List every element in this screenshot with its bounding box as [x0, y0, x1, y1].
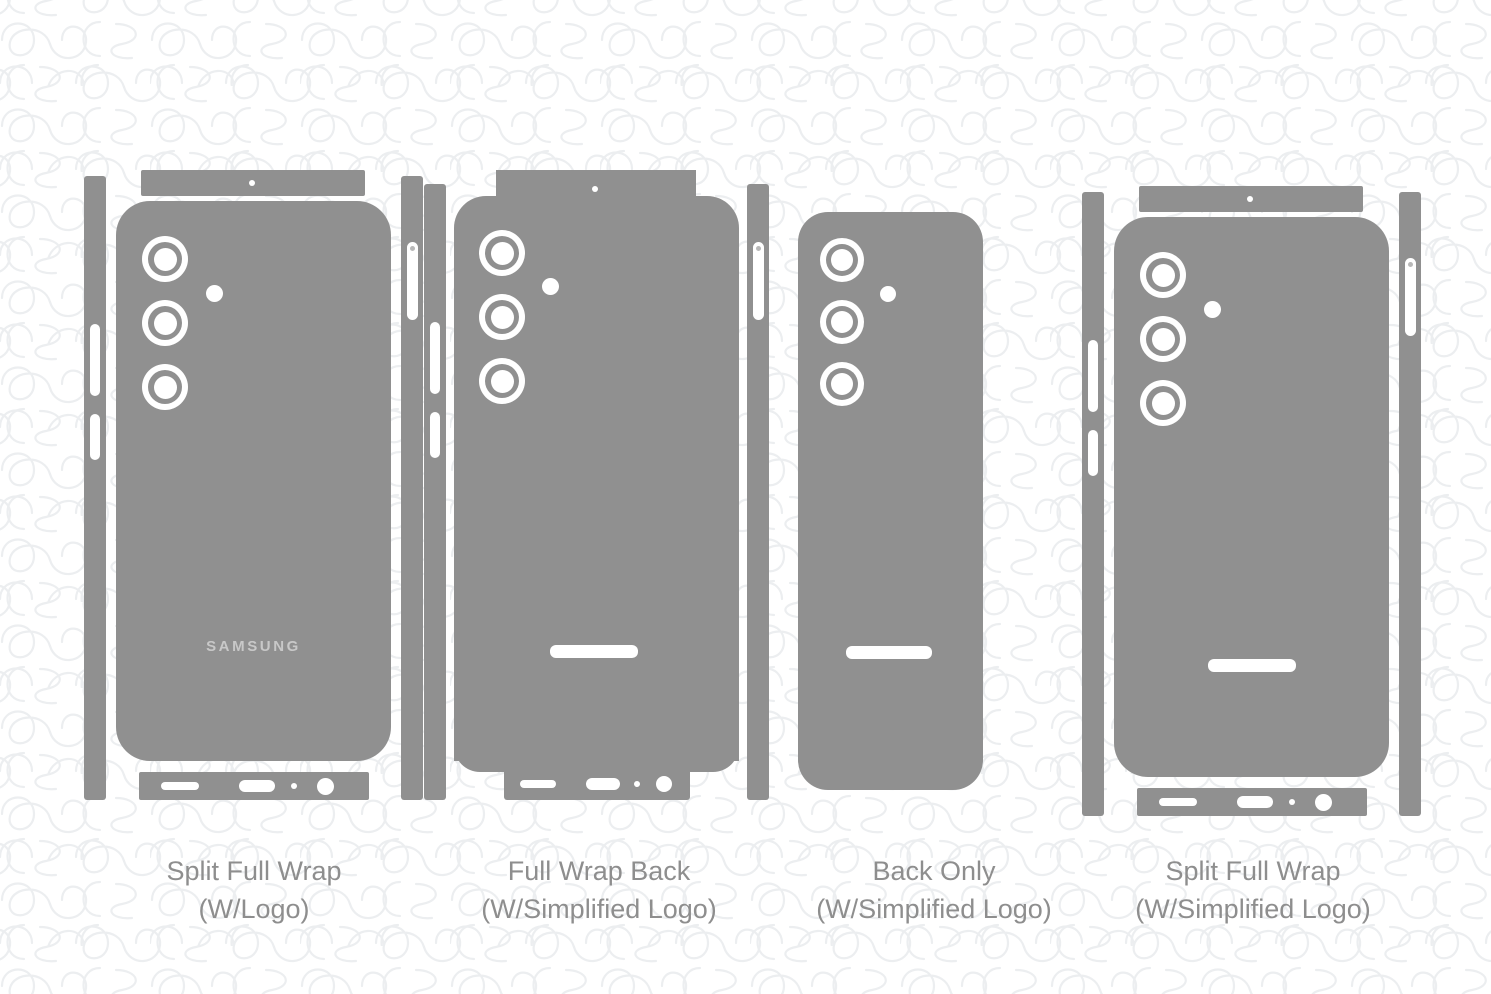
- template-split-full-wrap-logo[interactable]: SAMSUNG: [84, 170, 424, 815]
- camera-ring-2: [820, 300, 864, 344]
- template-back-only-simplified[interactable]: [798, 212, 983, 802]
- simplified-logo-slot: [1208, 659, 1296, 672]
- flash-dot: [880, 286, 896, 302]
- bottom-mic-dot: [1289, 799, 1295, 805]
- sim-pin-hole: [410, 246, 415, 251]
- volume-button-cutout: [1088, 340, 1098, 412]
- camera-ring-3: [1140, 380, 1186, 426]
- bottom-strip[interactable]: [139, 772, 369, 800]
- sim-pin-hole: [756, 246, 761, 251]
- right-side-strip[interactable]: [747, 184, 769, 800]
- volume-button-cutout: [430, 322, 440, 394]
- top-mic-dot: [592, 186, 598, 192]
- top-mic-dot: [1247, 196, 1253, 202]
- usb-c-port-cutout: [239, 780, 275, 792]
- flash-dot: [206, 285, 223, 302]
- caption-template-1: Split Full Wrap (W/Logo): [84, 852, 424, 928]
- caption-line-1: Back Only: [872, 856, 996, 886]
- caption-line-1: Split Full Wrap: [1165, 856, 1341, 886]
- sim-tray-cutout: [407, 242, 418, 320]
- camera-ring-1: [479, 230, 525, 276]
- bottom-mic-dot: [634, 781, 640, 787]
- caption-line-1: Full Wrap Back: [507, 856, 691, 886]
- speaker-slot-cutout: [520, 780, 556, 788]
- camera-ring-3: [820, 362, 864, 406]
- top-strip[interactable]: [141, 170, 365, 196]
- usb-c-port-cutout: [1237, 796, 1273, 808]
- flash-dot: [1204, 301, 1221, 318]
- camera-ring-1: [820, 238, 864, 282]
- top-mic-dot: [249, 180, 255, 186]
- template-full-wrap-back-simplified[interactable]: [424, 170, 774, 815]
- caption-line-2: (W/Simplified Logo): [481, 894, 717, 924]
- camera-ring-2: [142, 300, 188, 346]
- antenna-circle-cutout: [1315, 794, 1332, 811]
- sim-tray-cutout: [1405, 258, 1416, 336]
- camera-ring-1: [142, 236, 188, 282]
- left-side-strip[interactable]: [1082, 192, 1104, 816]
- wrap-body: [454, 196, 739, 761]
- sim-pin-hole: [1408, 262, 1413, 267]
- wrap-body-lower: [454, 690, 739, 772]
- left-side-strip[interactable]: [424, 184, 446, 800]
- template-split-full-wrap-simplified[interactable]: [1082, 170, 1422, 830]
- simplified-logo-slot: [550, 645, 638, 658]
- caption-line-2: (W/Logo): [198, 894, 310, 924]
- caption-line-2: (W/Simplified Logo): [1135, 894, 1371, 924]
- back-panel[interactable]: [798, 212, 983, 790]
- usb-c-port-cutout: [586, 778, 620, 790]
- left-side-strip[interactable]: [84, 176, 106, 800]
- top-strip[interactable]: [1139, 186, 1363, 212]
- camera-ring-3: [479, 358, 525, 404]
- antenna-circle-cutout: [317, 778, 334, 795]
- samsung-wordmark: SAMSUNG: [206, 638, 301, 655]
- caption-template-2: Full Wrap Back (W/Simplified Logo): [414, 852, 784, 928]
- bottom-strip[interactable]: [1137, 788, 1367, 816]
- camera-ring-2: [479, 294, 525, 340]
- power-button-cutout: [430, 412, 440, 458]
- right-side-strip[interactable]: [1399, 192, 1421, 816]
- antenna-circle-cutout: [656, 776, 672, 792]
- caption-line-1: Split Full Wrap: [166, 856, 342, 886]
- sim-tray-cutout: [753, 242, 764, 320]
- simplified-logo-slot: [846, 646, 932, 659]
- power-button-cutout: [1088, 430, 1098, 476]
- volume-button-cutout: [90, 324, 100, 396]
- caption-template-3: Back Only (W/Simplified Logo): [790, 852, 1078, 928]
- caption-template-4: Split Full Wrap (W/Simplified Logo): [1078, 852, 1428, 928]
- power-button-cutout: [90, 414, 100, 460]
- camera-ring-3: [142, 364, 188, 410]
- wrap-back-panel[interactable]: [454, 170, 739, 815]
- camera-ring-1: [1140, 252, 1186, 298]
- back-panel[interactable]: [1114, 217, 1389, 777]
- bottom-wrap-tab: [504, 766, 690, 800]
- camera-ring-2: [1140, 316, 1186, 362]
- right-side-strip[interactable]: [401, 176, 423, 800]
- flash-dot: [542, 278, 559, 295]
- back-panel[interactable]: SAMSUNG: [116, 201, 391, 761]
- speaker-slot-cutout: [1159, 798, 1197, 806]
- bottom-mic-dot: [291, 783, 297, 789]
- caption-line-2: (W/Simplified Logo): [816, 894, 1052, 924]
- speaker-slot-cutout: [161, 782, 199, 790]
